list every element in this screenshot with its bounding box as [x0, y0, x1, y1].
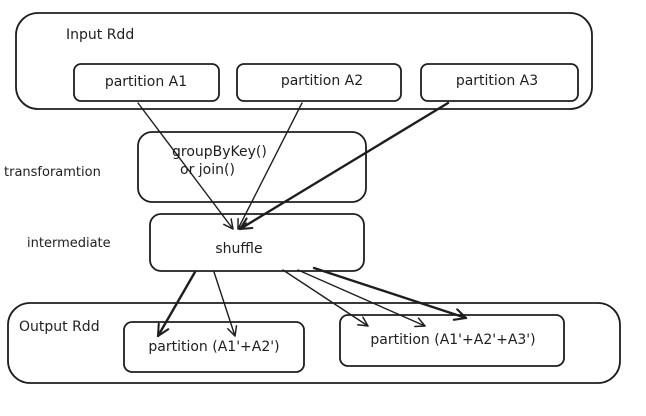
shuffle-label: shuffle — [215, 241, 262, 257]
arrow-a1-to-shuffle — [137, 102, 234, 230]
arrow-a3-to-shuffle — [238, 101, 450, 231]
output-partition-2-label: partition (A1'+A2'+A3') — [370, 332, 535, 348]
output-partition-1-box — [123, 321, 305, 373]
transformation-side-label: transforamtion — [4, 165, 101, 180]
partition-a2-box — [236, 63, 402, 102]
output-rdd-group: Output Rdd partition (A1'+A2') partition… — [7, 302, 621, 384]
transformation-line1: groupByKey() — [172, 144, 267, 160]
output-partition-1-label: partition (A1'+A2') — [148, 339, 279, 355]
arrow-shuffle-to-out2-c — [312, 266, 468, 318]
partition-a1-box — [73, 63, 220, 102]
partition-a2-label: partition A2 — [281, 73, 363, 89]
arrow-shuffle-to-out2-a — [282, 269, 369, 327]
arrow-shuffle-to-out2-b — [297, 269, 426, 328]
transformation-box — [137, 131, 367, 203]
arrow-shuffle-to-out1-b — [213, 271, 238, 337]
intermediate-side-label: intermediate — [27, 236, 111, 251]
arrow-a2-to-shuffle — [237, 102, 303, 230]
intermediate-group: intermediate shuffle — [27, 213, 365, 272]
shuffle-box — [149, 213, 365, 272]
partition-a3-label: partition A3 — [456, 73, 538, 89]
transformation-group: transforamtion groupByKey() or join() — [4, 131, 367, 203]
input-to-shuffle-arrows — [137, 101, 450, 231]
shuffle-to-output-arrows — [156, 266, 468, 338]
output-rdd-label: Output Rdd — [19, 319, 100, 335]
arrow-shuffle-to-out1-a — [156, 270, 197, 338]
input-rdd-label: Input Rdd — [66, 27, 134, 43]
transformation-line2: or join() — [180, 162, 235, 178]
partition-a1-label: partition A1 — [105, 74, 187, 90]
partition-a3-box — [420, 63, 579, 102]
input-rdd-box — [15, 12, 593, 110]
output-rdd-box — [7, 302, 621, 384]
output-partition-2-box — [339, 314, 565, 367]
input-rdd-group: Input Rdd partition A1 partition A2 part… — [15, 12, 593, 110]
